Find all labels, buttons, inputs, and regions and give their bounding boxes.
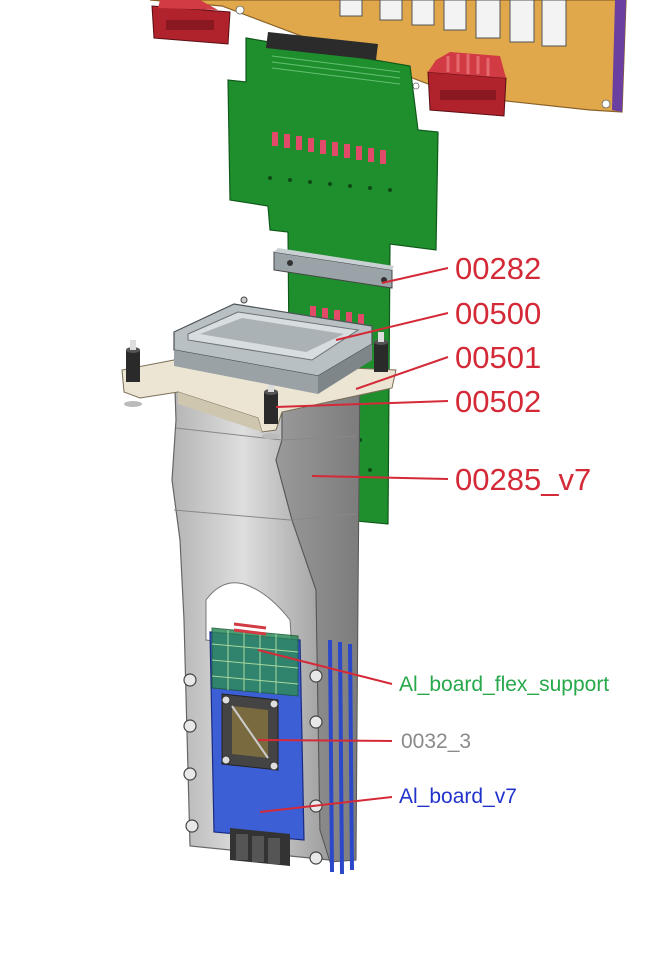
label-al-board-flex-support: Al_board_flex_support [399, 673, 610, 696]
label-00282: 00282 [455, 251, 542, 286]
label-00502: 00502 [455, 384, 542, 419]
leader-al-board-v7 [259, 796, 393, 813]
chip-0032-3 [221, 693, 279, 771]
leader-00502 [275, 400, 449, 408]
leader-0032-3 [257, 739, 393, 742]
lid-00500 [173, 296, 373, 394]
al-board-flex-support-part [211, 622, 299, 697]
leader-00500 [335, 312, 449, 341]
label-00501: 00501 [455, 340, 542, 375]
leader-flex-support [257, 649, 393, 685]
top-carrier-board [149, 0, 627, 113]
bracket-00282 [273, 248, 394, 289]
leader-00282 [381, 267, 449, 284]
leader-lines [257, 267, 449, 813]
leader-00285-v7 [311, 475, 449, 480]
label-00500: 00500 [455, 296, 542, 331]
label-00285-v7: 00285_v7 [455, 462, 592, 497]
label-al-board-v7: Al_board_v7 [399, 785, 517, 808]
leader-00501 [355, 356, 449, 390]
standoffs-00502 [124, 332, 388, 439]
red-connector-left [151, 0, 231, 45]
label-0032-3: 0032_3 [401, 730, 472, 753]
red-connector-right [427, 52, 507, 117]
